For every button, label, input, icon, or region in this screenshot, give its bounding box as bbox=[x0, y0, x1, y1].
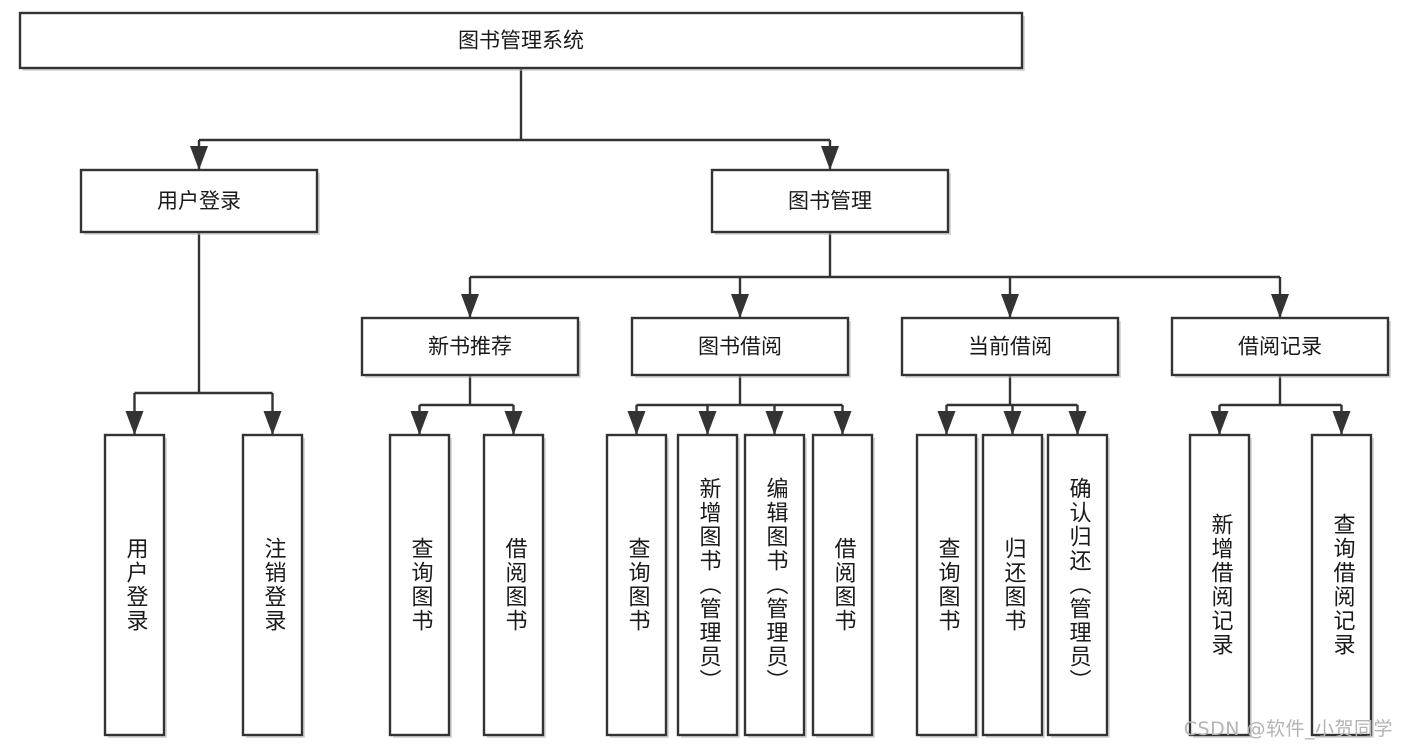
node-user-login[interactable] bbox=[79, 168, 320, 235]
arrow-head-icon bbox=[1068, 411, 1087, 435]
node-leaf-query-book-cb[interactable] bbox=[915, 433, 979, 738]
arrow-head-icon bbox=[1003, 411, 1022, 435]
arrow-head-icon bbox=[821, 146, 839, 170]
node-leaf-borrow-book-bb[interactable] bbox=[811, 433, 875, 738]
node-leaf-borrow-book-rec[interactable] bbox=[482, 433, 546, 738]
node-label-user-login: 用户登录 bbox=[157, 189, 241, 213]
node-current-borrow[interactable] bbox=[900, 316, 1121, 378]
node-leaf-return-book[interactable] bbox=[981, 433, 1045, 738]
node-label-root: 图书管理系统 bbox=[458, 29, 584, 53]
arrow-head-icon bbox=[698, 411, 717, 435]
node-label-current-borrow: 当前借阅 bbox=[968, 335, 1052, 359]
node-leaf-edit-book[interactable] bbox=[743, 433, 807, 738]
arrow-head-icon bbox=[765, 411, 784, 435]
node-leaf-user-login[interactable] bbox=[103, 433, 167, 738]
arrow-head-icon bbox=[1001, 294, 1019, 318]
node-new-book-rec[interactable] bbox=[360, 316, 581, 378]
node-book-manage[interactable] bbox=[710, 168, 951, 235]
node-leaf-add-book[interactable] bbox=[676, 433, 740, 738]
arrow-head-icon bbox=[833, 411, 852, 435]
node-book-borrow[interactable] bbox=[630, 316, 851, 378]
node-label-borrow-record: 借阅记录 bbox=[1238, 335, 1322, 359]
nodes-layer bbox=[18, 11, 1391, 738]
arrow-head-icon bbox=[190, 146, 208, 170]
node-borrow-record[interactable] bbox=[1170, 316, 1391, 378]
node-leaf-logout[interactable] bbox=[241, 433, 305, 738]
arrow-head-icon bbox=[263, 411, 282, 435]
arrow-head-icon bbox=[937, 411, 956, 435]
arrow-head-icon bbox=[627, 411, 646, 435]
node-leaf-query-record[interactable] bbox=[1310, 433, 1374, 738]
node-label-book-manage: 图书管理 bbox=[788, 189, 872, 213]
arrow-head-icon bbox=[461, 294, 479, 318]
arrow-head-icon bbox=[1210, 411, 1229, 435]
node-label-new-book-rec: 新书推荐 bbox=[428, 335, 512, 359]
node-leaf-confirm-return[interactable] bbox=[1046, 433, 1110, 738]
node-root[interactable] bbox=[18, 11, 1025, 71]
node-leaf-query-book-bb[interactable] bbox=[605, 433, 669, 738]
edges-layer bbox=[125, 68, 1351, 435]
arrow-head-icon bbox=[731, 294, 749, 318]
arrow-head-icon bbox=[1271, 294, 1289, 318]
arrow-head-icon bbox=[504, 411, 523, 435]
node-label-book-borrow: 图书借阅 bbox=[698, 335, 782, 359]
node-leaf-add-record[interactable] bbox=[1188, 433, 1252, 738]
node-leaf-query-book-rec[interactable] bbox=[388, 433, 452, 738]
arrow-head-icon bbox=[410, 411, 429, 435]
arrow-head-icon bbox=[125, 411, 144, 435]
arrow-head-icon bbox=[1332, 411, 1351, 435]
csdn-watermark: CSDN @软件_小贺同学 bbox=[1183, 718, 1393, 740]
